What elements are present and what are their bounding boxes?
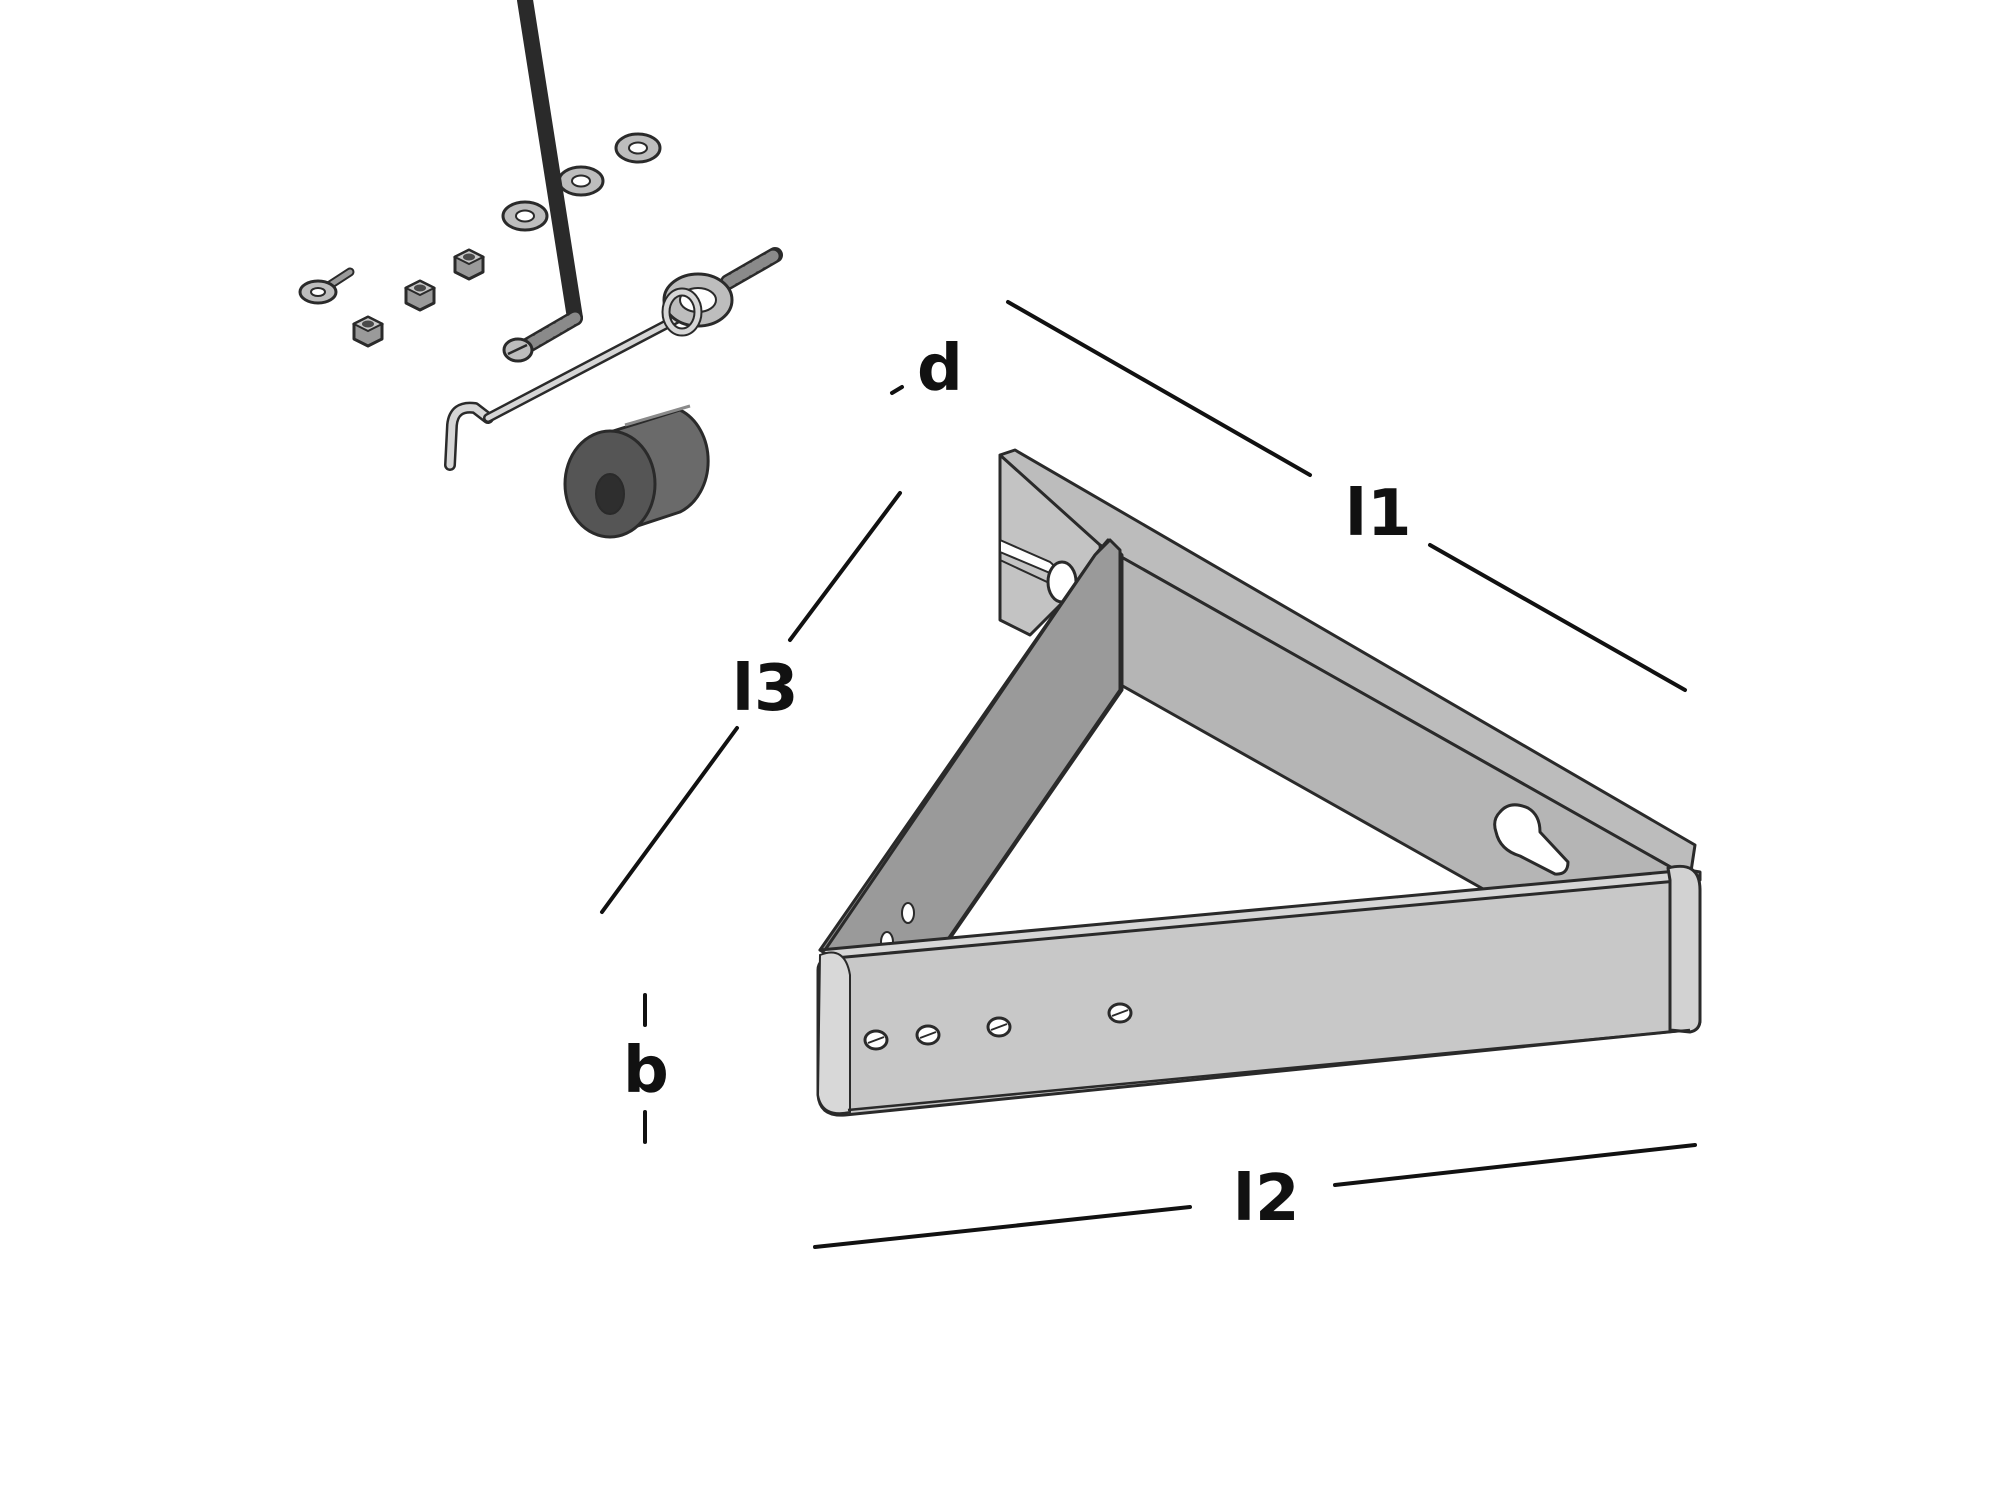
screw-hole-icon [986, 1016, 1012, 1038]
screw-hole-icon [915, 1024, 941, 1046]
washer-icon [557, 165, 605, 197]
dimension-b: b [623, 993, 669, 1144]
dimension-label-l2: l2 [1233, 1162, 1299, 1236]
dimension-l1: l1 [1006, 300, 1687, 692]
triangular-angle-bracket-icon [816, 448, 1702, 1117]
hex-nut-icon [351, 315, 385, 348]
washer-icon [501, 200, 549, 232]
gate-hook-icon [444, 307, 695, 471]
washer-icon [614, 132, 662, 164]
hardware-kit [298, 0, 783, 539]
hex-nut-icon [452, 248, 486, 281]
dimension-label-d: d [917, 332, 963, 406]
dimension-label-b: b [623, 1034, 669, 1108]
dimension-l3: l3 [600, 491, 902, 914]
slotted-screw-icon [502, 0, 583, 363]
screw-hole-icon [1107, 1002, 1133, 1024]
screw-hole-icon [863, 1029, 889, 1051]
dimension-label-l3: l3 [732, 652, 798, 726]
dimension-d: d [890, 332, 963, 406]
small-eye-screw-icon [298, 267, 355, 305]
hex-nut-icon [403, 279, 437, 312]
rubber-bumper-icon [563, 404, 710, 539]
dimension-label-l1: l1 [1345, 477, 1411, 551]
eye-bolt-icon [661, 247, 783, 337]
dimension-l2: l2 [813, 1143, 1697, 1249]
